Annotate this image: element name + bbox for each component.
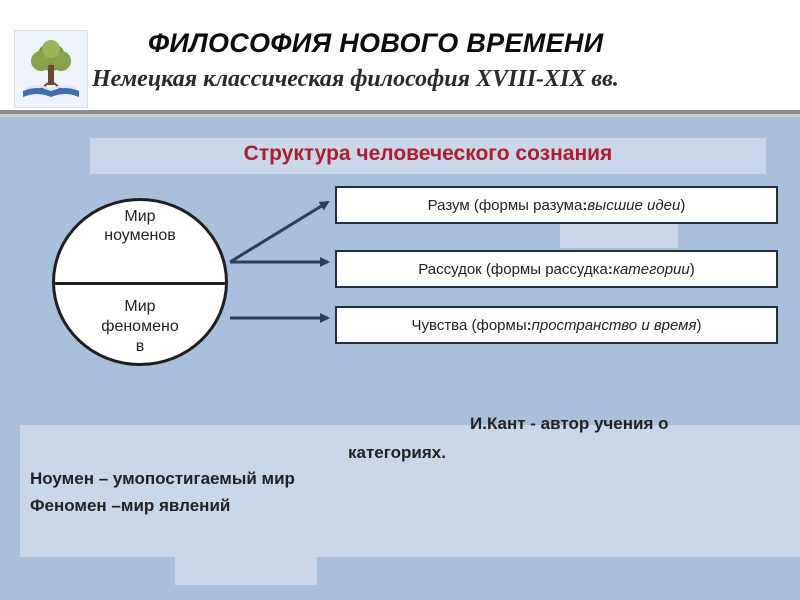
- heading-band: [90, 138, 766, 174]
- diagram-heading: Структура человеческого сознания: [243, 142, 613, 165]
- noumenon-definition: Ноумен – умопостигаемый мир: [30, 469, 295, 488]
- kant-note-line2: категориях.: [348, 443, 446, 462]
- page-title: ФИЛОСОФИЯ НОВОГО ВРЕМЕНИ: [148, 28, 604, 58]
- notes-band: [20, 425, 800, 557]
- reason-box-tail: ): [680, 196, 686, 214]
- phenomena-label-line2: феномено: [101, 318, 179, 335]
- header-divider-light: [0, 114, 800, 117]
- senses-box-tail: ): [696, 316, 702, 334]
- senses-box-lead: Чувства (формы: [411, 316, 527, 334]
- header-divider: [0, 110, 800, 114]
- decorative-patch-bottom: [175, 555, 317, 585]
- reason-box-colon: :: [582, 196, 588, 214]
- noumena-label-line1: Мир: [124, 208, 156, 225]
- noumena-world-label: Мир ноуменов: [55, 207, 225, 245]
- tree-book-logo: [14, 30, 88, 108]
- senses-box: Чувства (формы: пространство и время): [335, 306, 778, 344]
- tree-icon: [23, 40, 79, 97]
- reason-box-emph: высшие идеи: [587, 196, 681, 214]
- understanding-box-colon: :: [607, 260, 613, 278]
- decorative-patch: [560, 222, 678, 248]
- arrow-to-reason: [229, 200, 330, 264]
- understanding-box-tail: ): [689, 260, 695, 278]
- page-subtitle: Немецкая классическая философия XVIII-XI…: [92, 66, 619, 92]
- consciousness-circle: Мир ноуменов Мир феномено в: [52, 198, 228, 366]
- phenomenon-definition: Феномен –мир явлений: [30, 496, 231, 515]
- kant-note-line1: И.Кант - автор учения о: [470, 414, 669, 433]
- senses-box-emph: пространство и время: [531, 316, 697, 334]
- phenomena-label-line3: в: [135, 338, 145, 355]
- senses-box-colon: :: [526, 316, 532, 334]
- header: ФИЛОСОФИЯ НОВОГО ВРЕМЕНИ Немецкая класси…: [0, 0, 800, 112]
- reason-box-lead: Разум (формы разума: [427, 196, 583, 214]
- understanding-box-emph: категории: [612, 260, 690, 278]
- understanding-box-lead: Рассудок (формы рассудка: [418, 260, 608, 278]
- circle-divider: [55, 282, 225, 285]
- phenomena-label-line1: Мир: [124, 298, 156, 315]
- phenomena-world-label: Мир феномено в: [55, 297, 225, 357]
- understanding-box: Рассудок (формы рассудка: категории): [335, 250, 778, 288]
- reason-box: Разум (формы разума : высшие идеи): [335, 186, 778, 224]
- noumena-label-line2: ноуменов: [104, 227, 176, 244]
